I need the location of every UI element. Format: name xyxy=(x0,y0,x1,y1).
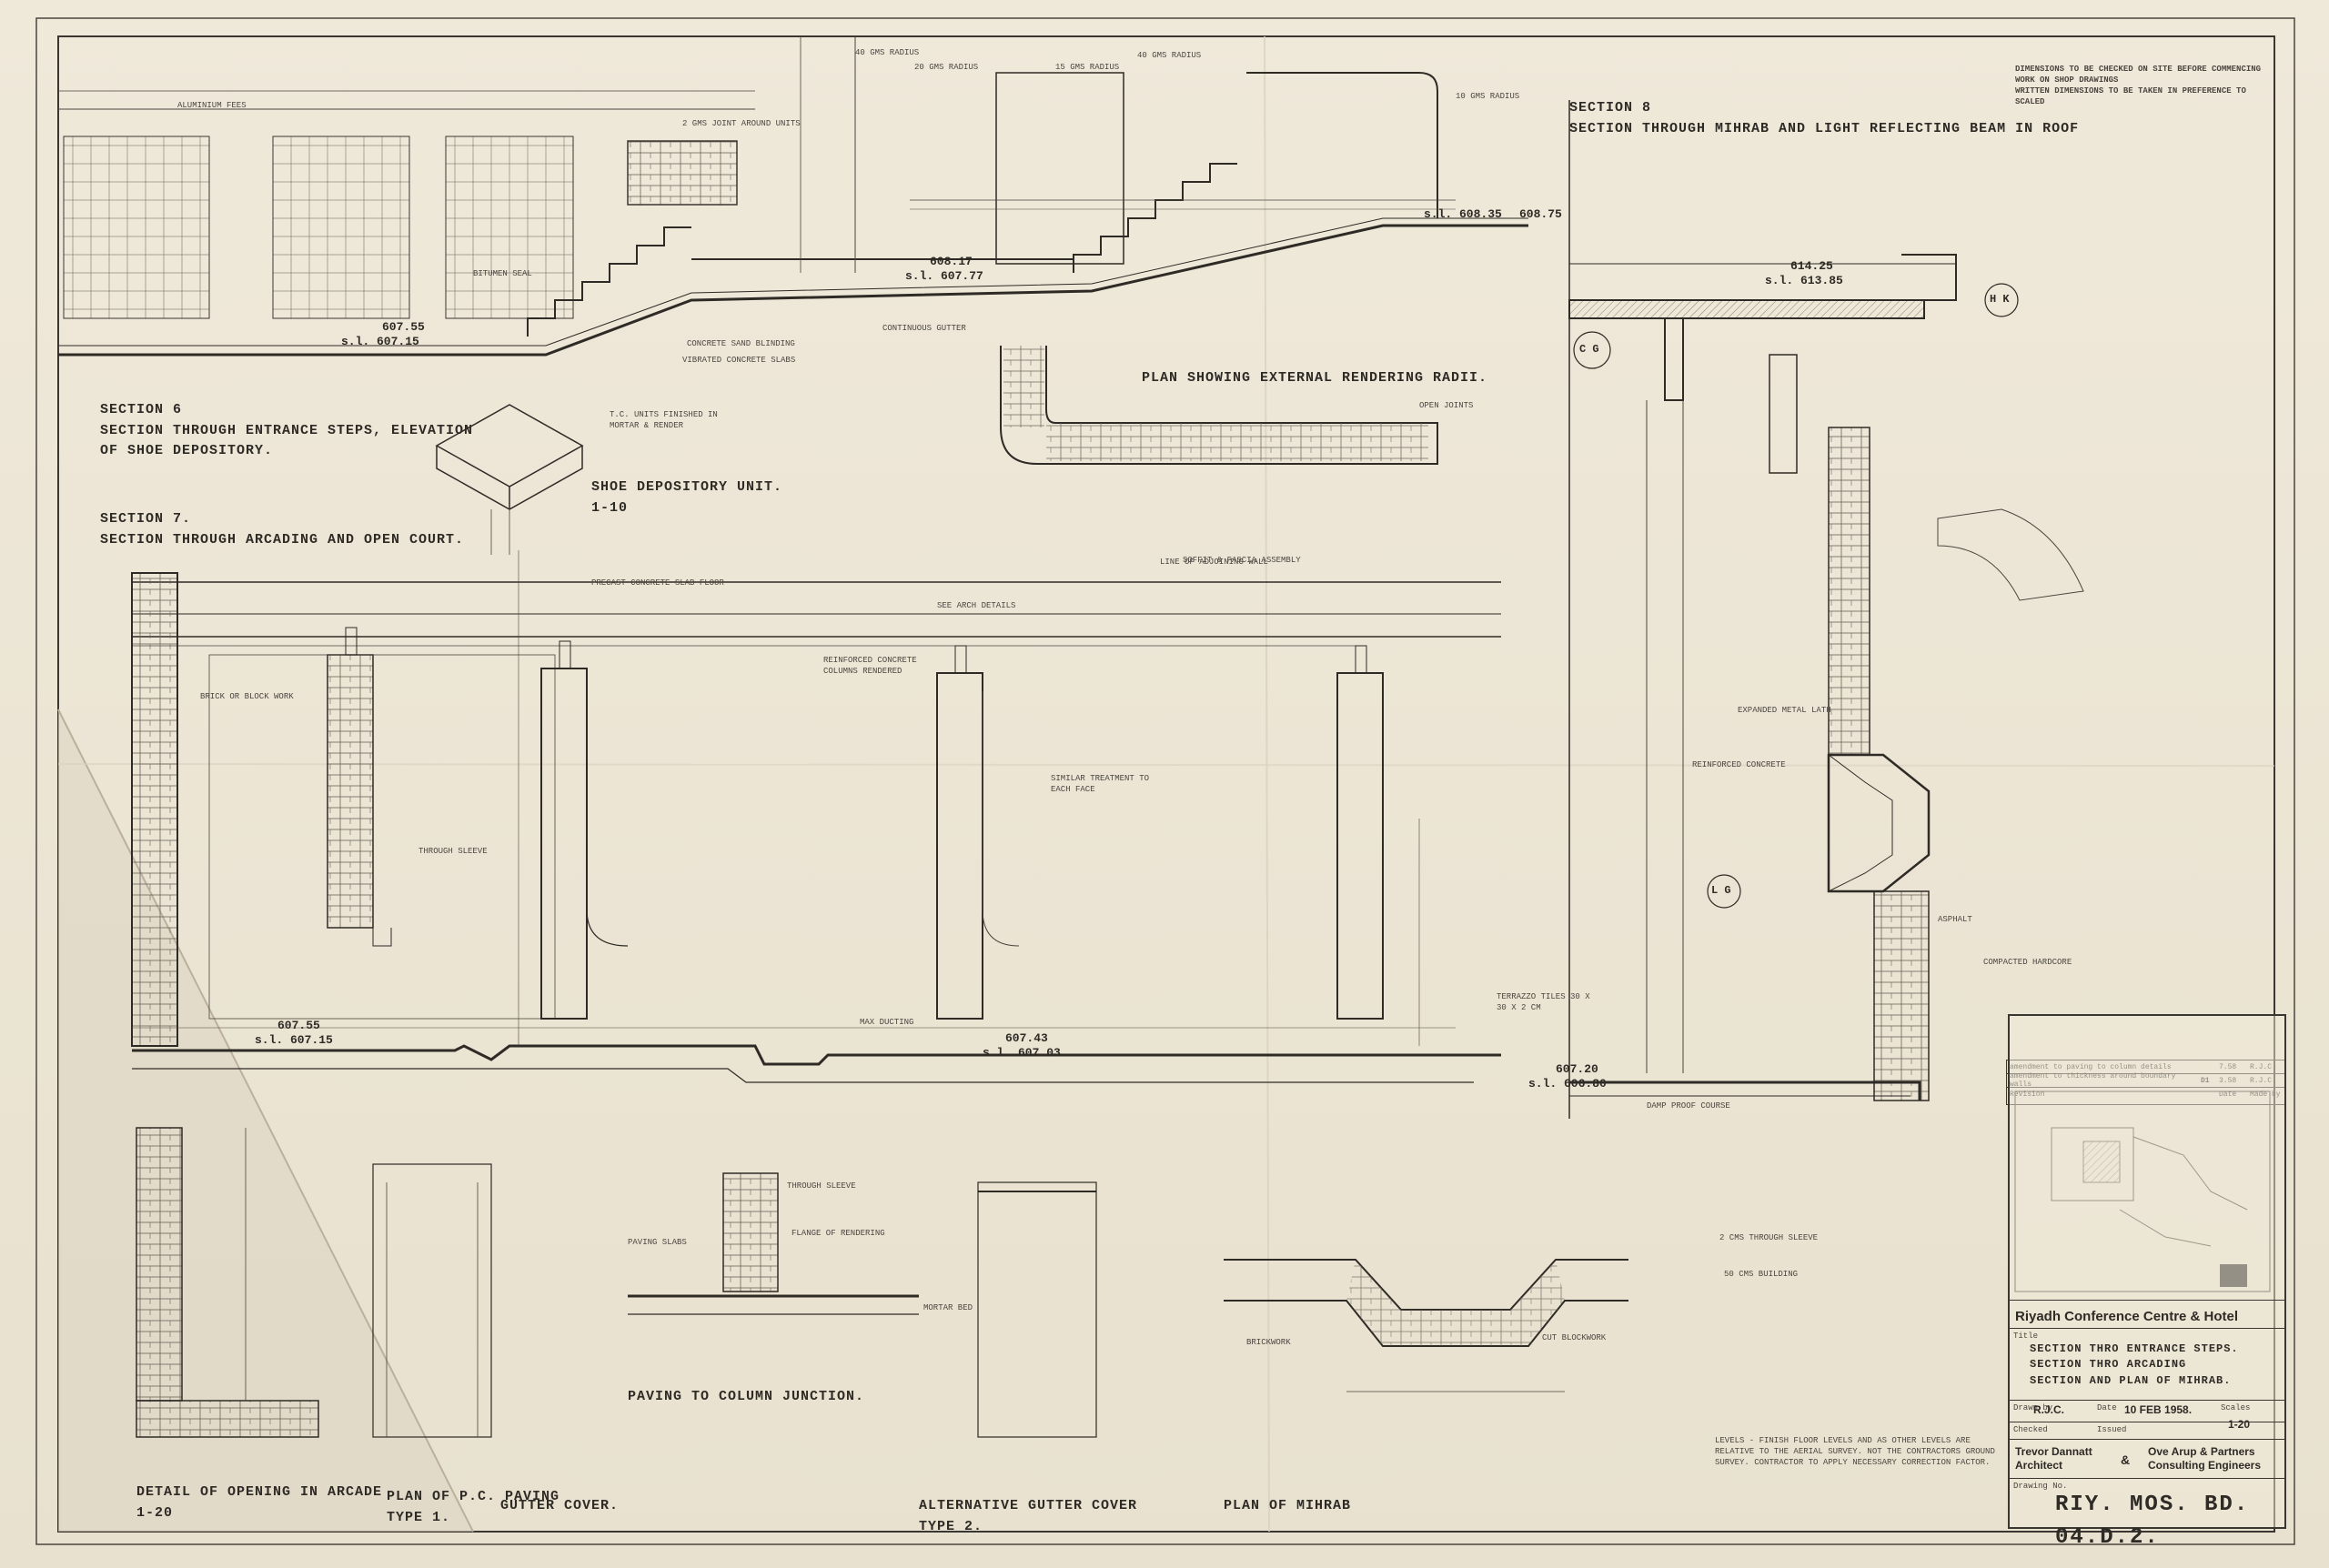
annotation: REINFORCED CONCRETE xyxy=(1692,760,1786,769)
annotation: VIBRATED CONCRETE SLABS xyxy=(682,356,796,365)
project-name: Riyadh Conference Centre & Hotel xyxy=(2015,1309,2239,1324)
level-6: 608.75 xyxy=(1519,207,1562,221)
annotation: FLANGE OF RENDERING xyxy=(791,1229,885,1238)
issued-label: Issued xyxy=(2097,1425,2127,1434)
level-11: 607.43 xyxy=(1005,1031,1048,1045)
annotation: BITUMEN SEAL xyxy=(473,269,532,278)
annotation: CONTINUOUS GUTTER xyxy=(882,324,966,333)
annotation: 20 GMS RADIUS xyxy=(914,63,979,72)
annotation: ASPHALT xyxy=(1938,915,1972,924)
annotation: T.C. UNITS FINISHED IN MORTAR & RENDER xyxy=(610,410,718,431)
plan-rendering-radii xyxy=(1000,346,1438,465)
heading-paving-column: PAVING TO COLUMN JUNCTION. xyxy=(628,1389,865,1404)
annotation: BRICKWORK xyxy=(1246,1338,1291,1347)
drawing-scale: 1-20 xyxy=(2228,1418,2251,1431)
level-5: s.l. 608.35 xyxy=(1424,207,1502,221)
drawing-date: 10 FEB 1958. xyxy=(2124,1403,2193,1416)
annotation: MAX DUCTING xyxy=(860,1018,914,1027)
sheet-border-outer xyxy=(35,17,2295,1545)
level-4: s.l. 607.77 xyxy=(905,269,983,283)
grid-label-lg: L G xyxy=(1711,884,1731,897)
annotation: 2 GMS JOINT AROUND UNITS xyxy=(682,119,801,128)
level-1: 607.55 xyxy=(382,320,425,334)
heading-section-8: section 8 SECTION THROUGH MIHRAB AND LIG… xyxy=(1569,100,2080,136)
annotation: SOFFIT & FASCIA ASSEMBLY xyxy=(1183,556,1301,565)
annotation: SIMILAR TREATMENT TO EACH FACE xyxy=(1051,774,1150,795)
title-label: Title xyxy=(2013,1332,2039,1341)
heading-shoe-unit: SHOE DEPOSITORY UNIT. 1-10 xyxy=(591,479,783,516)
annotation: PRECAST CONCRETE SLAB FLOOR xyxy=(591,578,724,588)
section-6-drawing xyxy=(58,36,1528,357)
annotation: 2 CMS THROUGH SLEEVE xyxy=(1719,1233,1819,1242)
annotation: CONCRETE SAND BLINDING xyxy=(687,339,795,348)
section-8-drawing xyxy=(1568,100,2084,1119)
level-3: 608.17 xyxy=(930,255,973,268)
ampersand: & xyxy=(2121,1452,2131,1467)
annotation: DAMP PROOF COURSE xyxy=(1647,1101,1730,1111)
architect: Trevor Dannatt Architect xyxy=(2015,1445,2092,1472)
annotation: 40 GMS RADIUS xyxy=(1137,51,1202,60)
heading-plan-rendering: PLAN SHOWING EXTERNAL RENDERING RADII. xyxy=(1142,370,1488,386)
engineers: Ove Arup & Partners Consulting Engineers xyxy=(2148,1445,2262,1472)
annotation: LINE OF ADJOINING WALL xyxy=(1160,558,1268,567)
detail-opening-arcade xyxy=(136,1127,319,1438)
drawing-no-label: Drawing No. xyxy=(2013,1482,2068,1491)
scales-label: Scales xyxy=(2221,1403,2251,1412)
heading-plan-pc: PLAN OF P.C. PAVING TYPE 1. xyxy=(387,1489,560,1525)
annotation: THROUGH SLEEVE xyxy=(787,1181,856,1191)
heading-gutter: GUTTER COVER. xyxy=(500,1498,620,1513)
plan-of-mihrab-drawing xyxy=(1224,1259,1628,1392)
level-2: s.l. 607.15 xyxy=(341,335,419,348)
level-12: s.l. 607.03 xyxy=(983,1046,1061,1060)
drawing-number: RIY. MOS. BD. 04.D.2. xyxy=(2055,1493,2250,1550)
annotation: SEE ARCH DETAILS xyxy=(937,601,1016,610)
title-block: Riyadh Conference Centre & Hotel Title S… xyxy=(2008,1014,2286,1550)
annotation: ALUMINIUM FEES xyxy=(177,101,247,110)
annotation: MORTAR BED xyxy=(923,1303,973,1312)
annotation: CUT BLOCKWORK xyxy=(1542,1333,1607,1342)
drawing-title: SECTION THRO ENTRANCE STEPS. SECTION THR… xyxy=(2030,1342,2239,1387)
section-7-drawing xyxy=(131,550,1501,1083)
heading-plan-mihrab: PLAN OF MIHRAB xyxy=(1224,1498,1352,1513)
shoe-unit-isometric xyxy=(435,404,584,555)
heading-section-6: section 6 SECTION THROUGH ENTRANCE STEPS… xyxy=(100,402,474,458)
detail-paving-column xyxy=(628,1172,919,1315)
annotation: OPEN JOINTS xyxy=(1419,401,1474,410)
level-7: 614.25 xyxy=(1790,259,1833,273)
grid-label-cg: C G xyxy=(1579,343,1599,356)
level-8: s.l. 613.85 xyxy=(1765,274,1843,287)
level-9: 607.55 xyxy=(277,1019,320,1032)
checked-label: Checked xyxy=(2013,1425,2048,1434)
level-10: s.l. 607.15 xyxy=(255,1033,333,1047)
annotation: TERRAZZO TILES 30 x 30 x 2 CM xyxy=(1497,992,1590,1013)
date-label: Date xyxy=(2097,1403,2117,1412)
annotation: 15 GMS RADIUS xyxy=(1055,63,1120,72)
level-14: s.l. 606.80 xyxy=(1528,1077,1607,1091)
heading-section-7: section 7. SECTION THROUGH ARCADING AND … xyxy=(100,511,465,548)
heading-detail-opening: DETAIL OF OPENING IN ARCADE 1-20 xyxy=(136,1484,383,1521)
grid-label-hk: H K xyxy=(1990,293,2010,306)
level-13: 607.20 xyxy=(1556,1062,1598,1076)
detail-pc-paving xyxy=(372,1163,492,1438)
drawn-by: R.J.C. xyxy=(2033,1403,2065,1416)
annotation: 40 GMS RADIUS xyxy=(855,48,920,57)
annotation: BRICK OR BLOCK WORK xyxy=(200,692,294,701)
heading-alt-gutter: ALTERNATIVE GUTTER COVER TYPE 2. xyxy=(919,1498,1138,1534)
annotation: PAVING SLABS xyxy=(628,1238,687,1247)
annotation: 10 GMS RADIUS xyxy=(1456,92,1520,101)
drawn-label: Drawn by xyxy=(2013,1403,2053,1412)
annotation: EXPANDED METAL LATH xyxy=(1738,706,1831,715)
annotation: REINFORCED CONCRETE COLUMNS RENDERED xyxy=(823,656,917,677)
detail-alt-gutter xyxy=(977,1181,1097,1438)
annotation: 50 CMS BUILDING xyxy=(1724,1270,1799,1279)
general-notes: DIMENSIONS TO BE CHECKED ON SITE BEFORE … xyxy=(2015,65,2262,107)
annotation: COMPACTED HARDCORE xyxy=(1983,958,2072,967)
levels-note: LEVELS - FINISH FLOOR LEVELS AND AS OTHE… xyxy=(1715,1436,1995,1468)
annotation: THROUGH SLEEVE xyxy=(418,847,488,856)
